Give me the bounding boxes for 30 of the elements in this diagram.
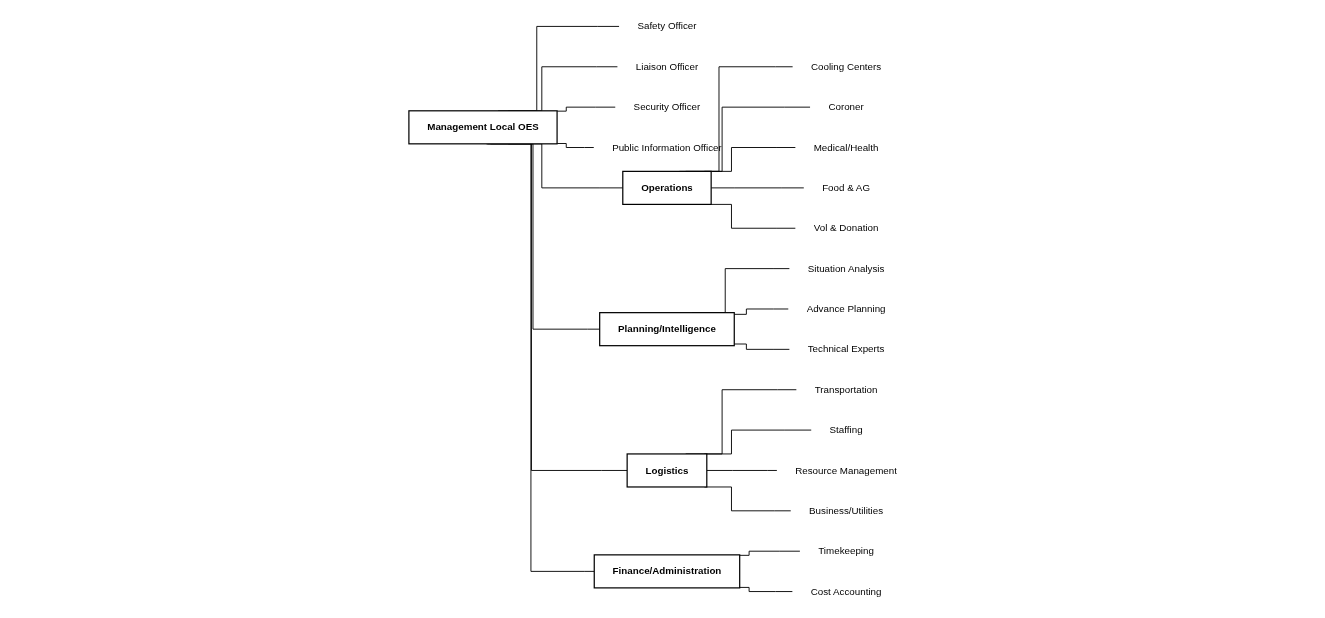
node-text: Staffing xyxy=(829,424,863,435)
node-text: Coroner xyxy=(828,101,865,113)
connector xyxy=(557,106,617,112)
connector xyxy=(734,343,791,350)
node-text: Cost Accounting xyxy=(811,586,882,597)
node-text: Transportation xyxy=(815,384,878,395)
node-box: Operations xyxy=(622,170,713,205)
node-text: Food & AG xyxy=(822,182,871,193)
node-text: Business/Utilities xyxy=(809,505,884,516)
node-box: Logistics xyxy=(626,453,708,488)
connector xyxy=(739,586,794,593)
node-box: Management Local OES xyxy=(408,110,559,145)
connector xyxy=(734,308,790,315)
node-text: Vol & Donation xyxy=(814,222,879,234)
connector xyxy=(739,550,801,556)
node-text: Timekeeping xyxy=(818,545,875,557)
node-text: Public Information Officer xyxy=(612,142,723,153)
node-text: Medical/Health xyxy=(814,142,879,153)
node-text: Resource Management xyxy=(795,464,898,476)
node-text: Liaison Officer xyxy=(636,61,699,72)
node-text: Technical Experts xyxy=(808,343,885,355)
connector xyxy=(557,143,595,148)
node-text: Security Officer xyxy=(634,101,701,113)
node-text: Safety Officer xyxy=(637,20,697,32)
node-text: Cooling Centers xyxy=(811,61,882,72)
node-text: Situation Analysis xyxy=(808,263,885,274)
connector xyxy=(711,187,805,189)
node-text: Advance Planning xyxy=(807,303,886,314)
node-box: Finance/Administration xyxy=(594,554,741,589)
node-box: Planning/Intelligence xyxy=(599,312,736,347)
